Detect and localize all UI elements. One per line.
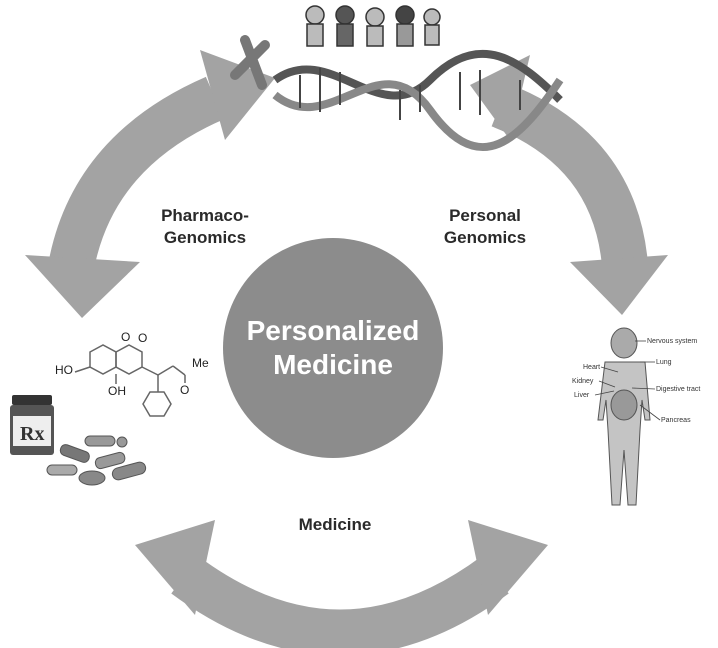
children-illustration [305, 5, 441, 47]
arrow-medicine [135, 520, 548, 648]
chem-atom-o2: O [138, 331, 147, 345]
center-title-line2: Medicine [273, 349, 393, 380]
chem-atom-o1: O [121, 330, 130, 344]
body-label-lines [594, 340, 661, 421]
body-label-digestive-tract: Digestive tract [656, 386, 700, 393]
pill-bottle-icon: Rx [10, 395, 54, 455]
label-pharmacogenomics-line1: Pharmaco- [161, 206, 249, 225]
chem-atom-o3: O [180, 383, 189, 397]
human-body-illustration [597, 327, 651, 506]
center-title-line1: Personalized [246, 315, 420, 346]
label-medicine: Medicine [298, 515, 372, 534]
chem-atom-ho: HO [55, 363, 73, 377]
body-label-kidney: Kidney [572, 378, 594, 385]
body-label-lung: Lung [656, 359, 672, 366]
dna-helix-illustration [230, 35, 564, 151]
chemical-structure [74, 344, 186, 417]
label-personal-genomics: Personal Genomics [425, 205, 545, 249]
body-label-liver: Liver [574, 392, 590, 399]
body-label-heart: Heart [583, 364, 600, 371]
arrow-personal-genomics [470, 55, 668, 315]
label-pharmacogenomics-line2: Genomics [163, 228, 247, 247]
label-personal-genomics-line2: Genomics [443, 228, 527, 247]
arrow-pharmacogenomics [25, 50, 275, 318]
body-label-pancreas: Pancreas [661, 417, 691, 424]
bottle-label: Rx [20, 423, 44, 445]
chem-atom-oh: OH [108, 384, 126, 398]
pills-illustration [46, 435, 147, 486]
chem-atom-me: Me [192, 356, 209, 370]
label-personal-genomics-line1: Personal [449, 206, 521, 225]
body-label-nervous-system: Nervous system [647, 338, 697, 345]
label-pharmacogenomics: Pharmaco- Genomics [140, 205, 270, 249]
